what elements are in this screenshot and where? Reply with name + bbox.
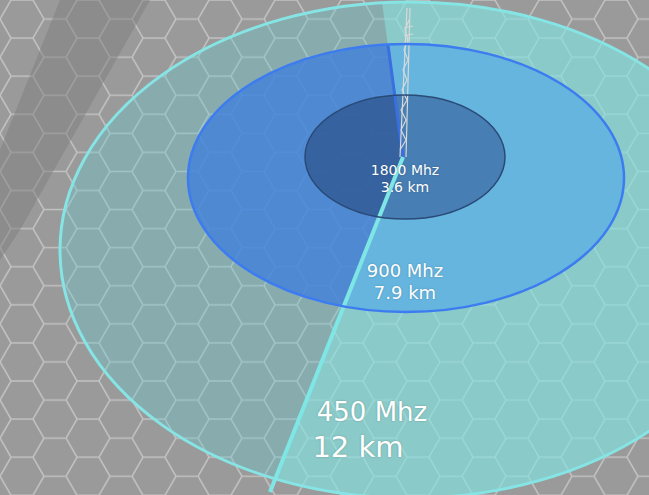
inner-wedge (305, 95, 505, 219)
range-label: 7.9 km (374, 284, 436, 302)
range-label: 12 km (312, 433, 403, 462)
frequency-label: 1800 Mhz (371, 163, 439, 177)
outer-coverage (60, 2, 649, 495)
frequency-label: 900 Mhz (367, 262, 443, 280)
ring-outline (305, 95, 505, 219)
middle-coverage (188, 44, 624, 312)
wedge-edge (270, 157, 403, 492)
inner-coverage (305, 95, 505, 219)
inner-coverage-ring: 1800 Mhz 3.6 km (305, 95, 505, 219)
middle-wedge (188, 44, 624, 312)
cell-tower (400, 8, 413, 157)
range-label: 3.6 km (381, 180, 429, 194)
outer-coverage-ring: 450 Mhz 12 km 900 Mhz 7.9 km 1800 Mhz 3.6 km (60, 2, 649, 495)
middle-coverage-ring: 900 Mhz 7.9 km 1800 Mhz 3.6 km (188, 44, 624, 312)
frequency-label: 450 Mhz (317, 399, 427, 425)
outer-wedge (60, 2, 649, 495)
